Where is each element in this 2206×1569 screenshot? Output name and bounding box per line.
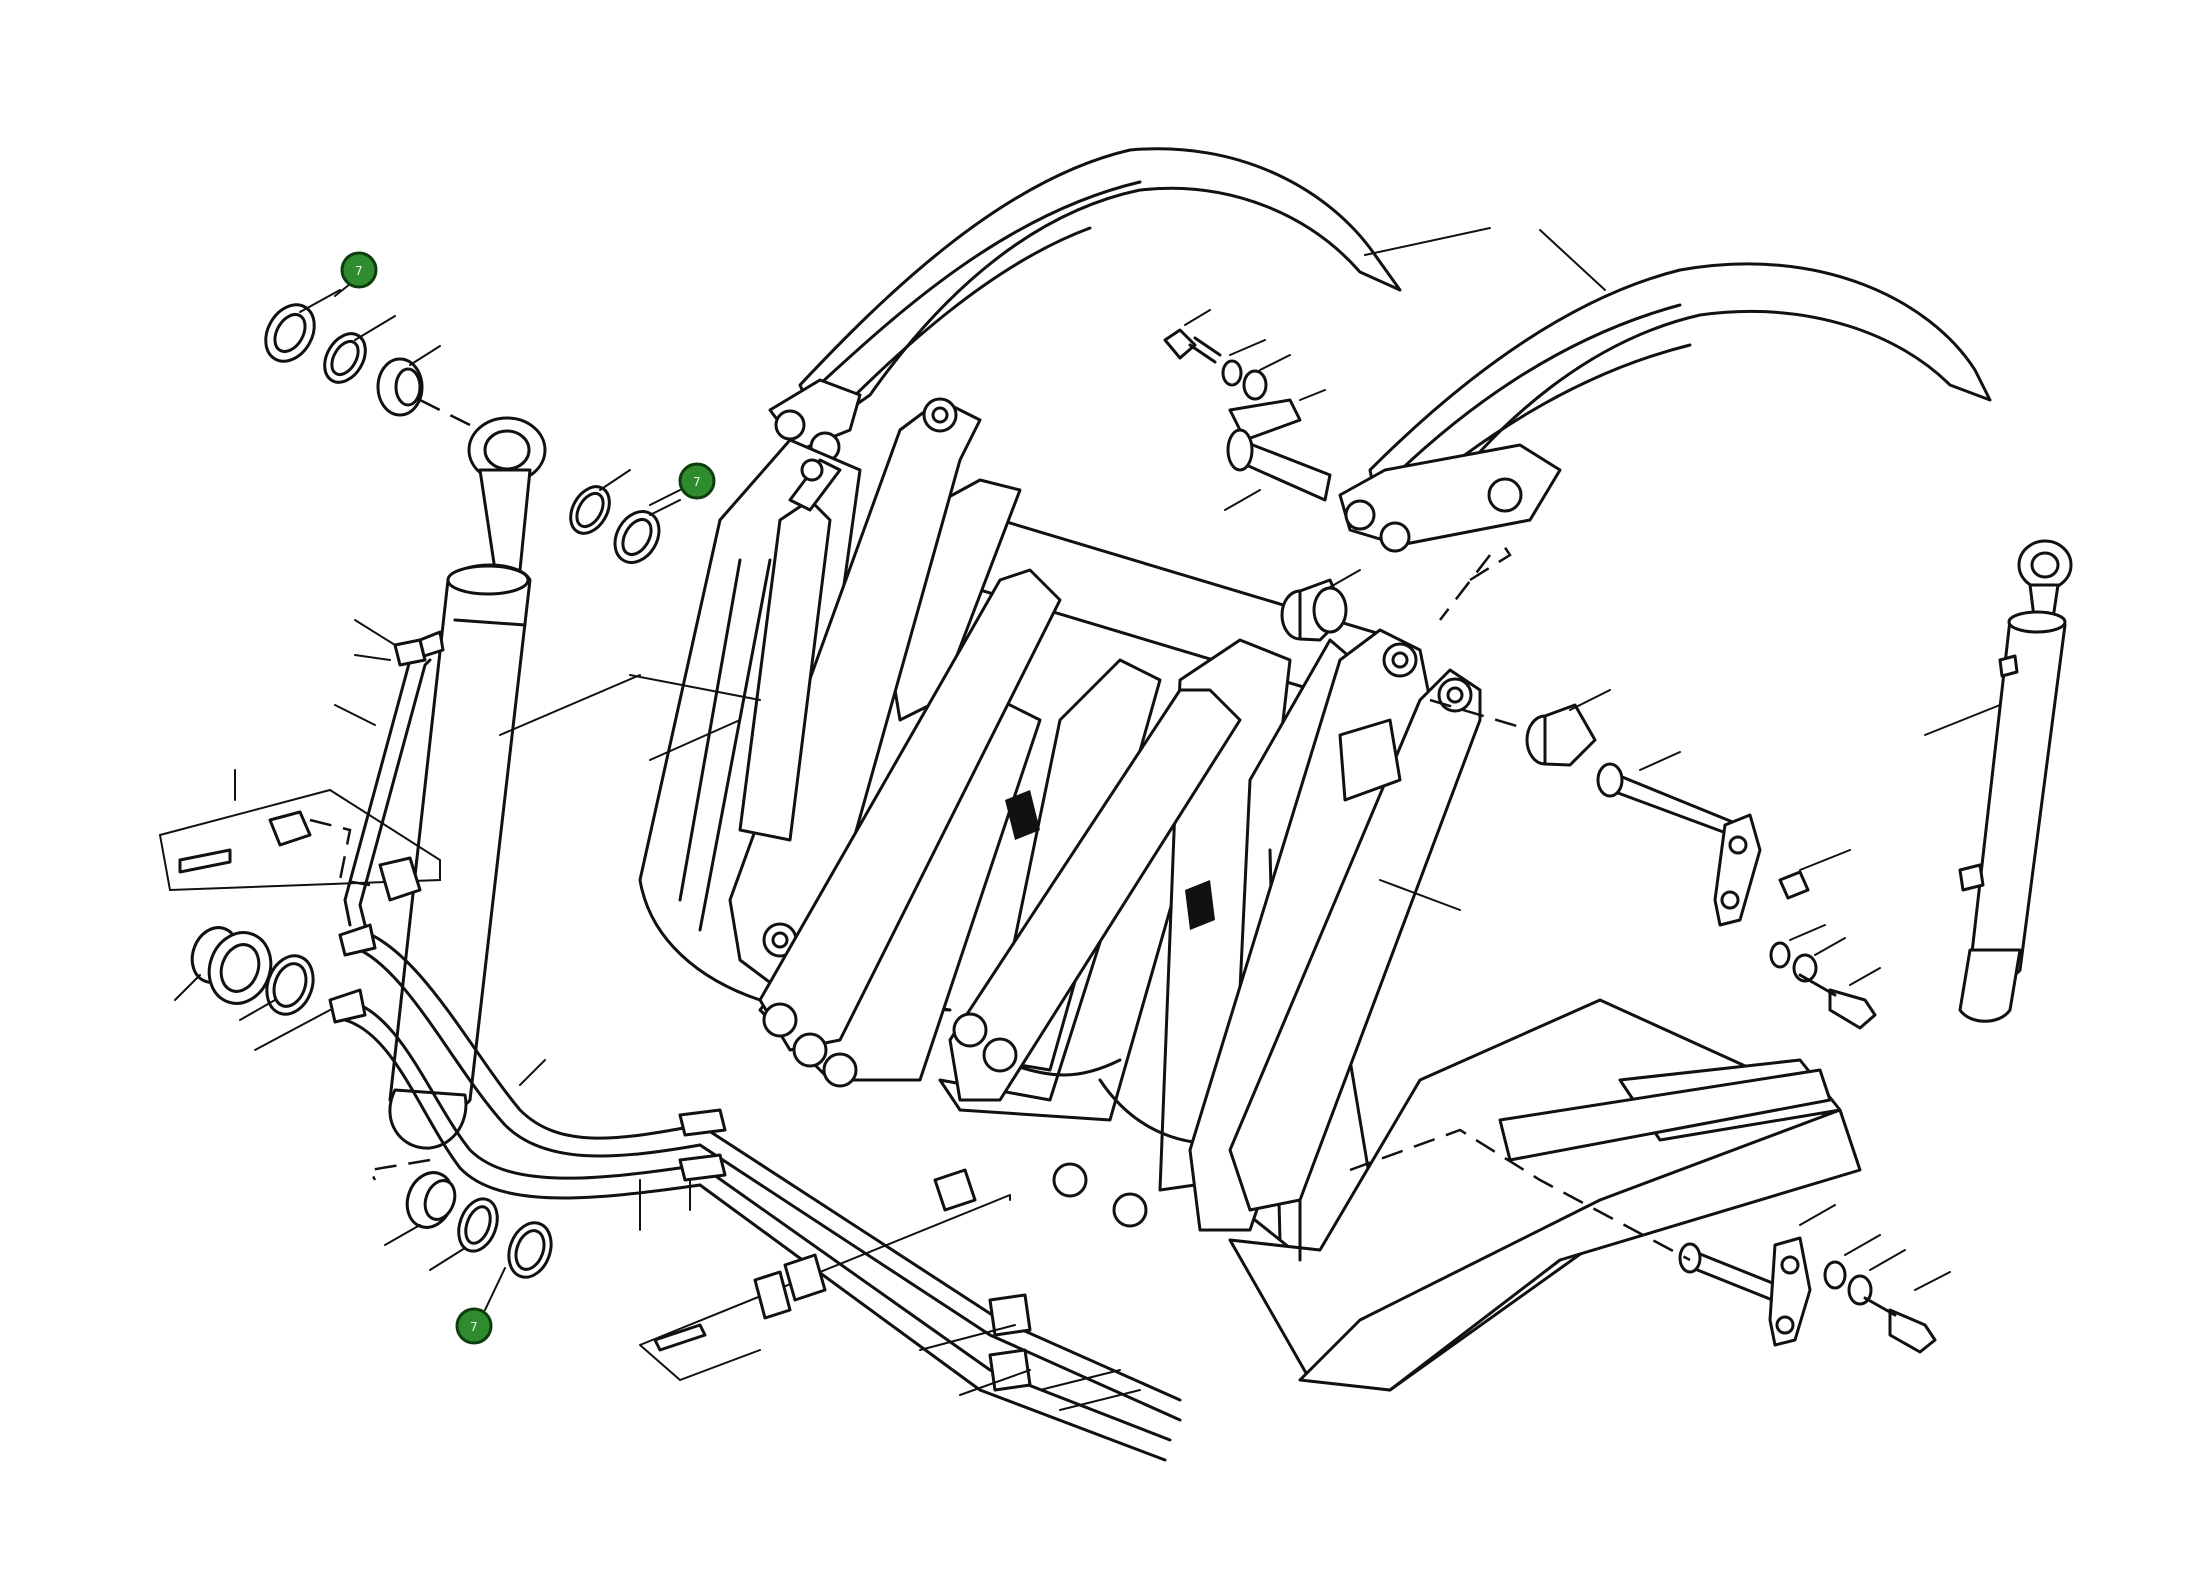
cylinder-tube-line [343, 630, 445, 927]
pivot-link-middle-b [948, 688, 1242, 1102]
upper-tine-left [768, 147, 1402, 463]
hydraulic-hoses [328, 923, 1182, 1462]
svg-text:7: 7 [693, 475, 701, 489]
pivot-link-middle-a [758, 568, 1062, 1088]
leader-frame-right [1379, 879, 1461, 911]
frame-cylinder-left [738, 458, 842, 842]
leader-bushing [1324, 569, 1361, 591]
leader-cylinder-right [1924, 704, 2001, 736]
leader-bottom-rings [384, 1224, 466, 1271]
bushing-center [1280, 578, 1348, 642]
callout-marker[interactable]: 7 [649, 462, 716, 506]
upper-tine-right [1338, 262, 1992, 553]
leader-mid-rings [599, 469, 681, 516]
pin-assembly-right-upper [1525, 703, 1877, 1030]
leader-frame-cyl [629, 674, 761, 761]
leader-pin-lower-right [1799, 1204, 1951, 1291]
pivot-link-right [1052, 628, 1482, 1232]
axis-top-left [419, 398, 471, 427]
hose-clamp-blocks [639, 1168, 1011, 1382]
leader-pin-upper-right [1569, 689, 1881, 986]
leader-top-bolt [1184, 309, 1326, 511]
seal-ring-lower-left [190, 926, 315, 1016]
hydraulic-cylinder-left [388, 416, 547, 1150]
leader-top-rings [299, 289, 441, 366]
svg-text:7: 7 [470, 1320, 478, 1334]
clamp-bracket-plate [158, 769, 441, 902]
leader-hose-fitting [334, 619, 396, 726]
leader-tine [1364, 227, 1606, 291]
callout-marker[interactable]: 7 [334, 251, 378, 297]
svg-text:7: 7 [355, 264, 363, 278]
hydraulic-cylinder-right [1958, 539, 2073, 1023]
seal-ring-top-left [264, 303, 424, 417]
axis-right-upper [1429, 539, 1531, 732]
seal-ring-bottom-left [405, 1171, 553, 1279]
bolt-pin-top-center [1163, 328, 1332, 502]
callout-marker[interactable]: 7 [455, 1267, 506, 1345]
inner-bracket-hatches [1005, 790, 1215, 930]
pin-assembly-right-lower [1678, 1236, 1937, 1354]
seal-ring-top-mid [569, 485, 661, 564]
axis-bottom-left [368, 1158, 431, 1181]
leader-lower-rings [174, 974, 331, 1051]
leader-cylinder-left [499, 674, 641, 736]
leader-hoses [519, 1059, 1141, 1411]
